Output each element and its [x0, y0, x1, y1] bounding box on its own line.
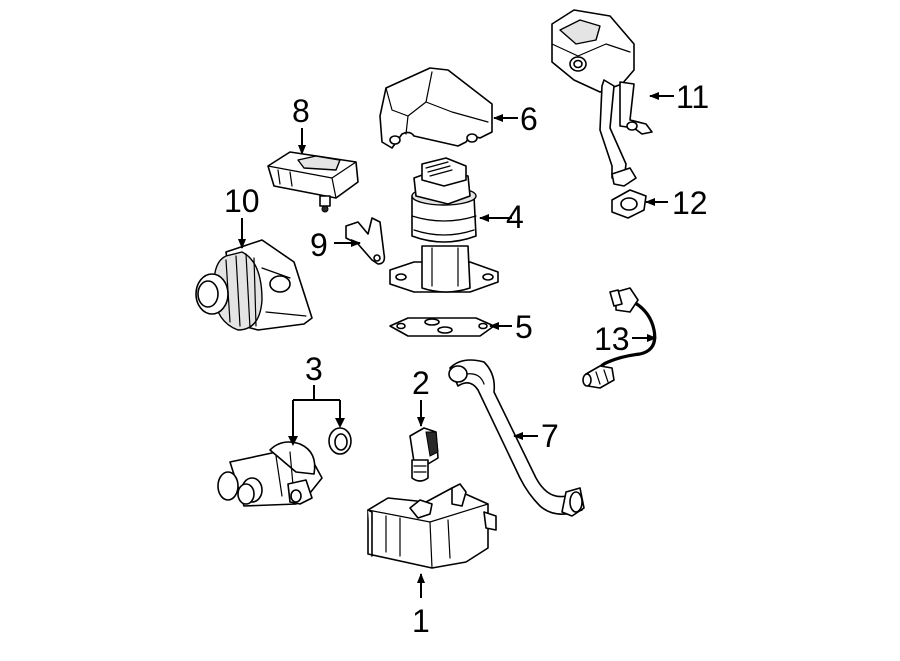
callout-13: 13: [594, 321, 630, 357]
callout-3: 3: [305, 351, 323, 387]
callout-1: 1: [412, 603, 430, 639]
callout-8: 8: [292, 93, 310, 129]
egr-pipe-part: [448, 359, 585, 517]
callout-7: 7: [541, 418, 559, 454]
callout-12: 12: [672, 185, 708, 221]
callout-labels: 1 2 3 4 5 6 7 8 9 10 11 12 13: [224, 79, 709, 639]
air-valve-part: [217, 441, 323, 507]
arrowhead-3b: [335, 418, 345, 428]
leader-lines: [238, 92, 674, 598]
callout-11: 11: [676, 79, 709, 115]
callout-5: 5: [515, 309, 533, 345]
callout-4: 4: [506, 199, 524, 235]
heat-shield-part: [379, 67, 493, 149]
callout-10: 10: [224, 183, 260, 219]
egr-valve-part: [389, 157, 499, 293]
vapor-canister-part: [367, 483, 497, 569]
o-ring-part: [328, 427, 352, 455]
air-pump-part: [195, 239, 313, 331]
egr-pipe-assembly-part: [551, 9, 653, 187]
arrowhead-3a: [288, 436, 298, 446]
oxygen-sensor-part: [582, 287, 657, 389]
egr-gasket-part: [389, 317, 495, 337]
callout-9: 9: [310, 227, 328, 263]
callout-2: 2: [412, 365, 430, 401]
pipe-gasket-part: [611, 189, 647, 219]
map-sensor-part: [267, 151, 359, 213]
leader-3: [292, 385, 341, 438]
callout-6: 6: [520, 101, 538, 137]
bracket-part: [345, 217, 386, 265]
purge-valve-part: [409, 427, 439, 482]
